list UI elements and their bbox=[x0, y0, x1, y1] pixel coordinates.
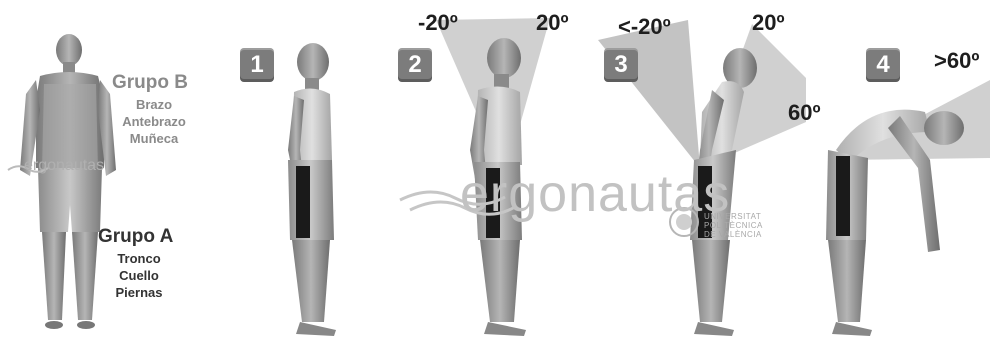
group-a-items: Tronco Cuello Piernas bbox=[94, 250, 184, 301]
angle-label-2-plus20: 20º bbox=[536, 10, 569, 36]
angle-label-2-minus20: -20º bbox=[418, 10, 458, 36]
ergonautas-watermark: ergonautas bbox=[460, 164, 730, 224]
group-b-item-brazo: Brazo bbox=[108, 96, 200, 113]
group-a-item-tronco: Tronco bbox=[94, 250, 184, 267]
university-line-2: POLITÈCNICA bbox=[704, 221, 763, 230]
group-b-item-antebrazo: Antebrazo bbox=[108, 113, 200, 130]
group-a-title: Grupo A bbox=[98, 226, 173, 248]
angle-sector-3-back bbox=[598, 20, 700, 168]
university-line-3: DE VALÈNCIA bbox=[704, 230, 763, 239]
angle-label-3-plus20: 20º bbox=[752, 10, 785, 36]
angle-label-3-lt-minus20: <-20º bbox=[618, 14, 671, 40]
posture-badge-4: 4 bbox=[866, 48, 900, 82]
figure-posture-4 bbox=[826, 80, 990, 336]
university-name: UNIVERSITAT POLITÈCNICA DE VALÈNCIA bbox=[704, 212, 763, 239]
figure-posture-1 bbox=[288, 43, 336, 336]
group-a-item-piernas: Piernas bbox=[94, 284, 184, 301]
angle-label-3-60: 60º bbox=[788, 100, 821, 126]
posture-badge-3: 3 bbox=[604, 48, 638, 82]
posture-badge-2: 2 bbox=[398, 48, 432, 82]
group-b-items: Brazo Antebrazo Muñeca bbox=[108, 96, 200, 147]
group-b-title: Grupo B bbox=[112, 72, 188, 94]
posture-badge-1: 1 bbox=[240, 48, 274, 82]
group-b-item-muneca: Muñeca bbox=[108, 130, 200, 147]
small-watermark: ergonautas bbox=[24, 157, 104, 175]
angle-label-4-gt60: >60º bbox=[934, 48, 979, 74]
university-line-1: UNIVERSITAT bbox=[704, 212, 763, 221]
group-a-item-cuello: Cuello bbox=[94, 267, 184, 284]
